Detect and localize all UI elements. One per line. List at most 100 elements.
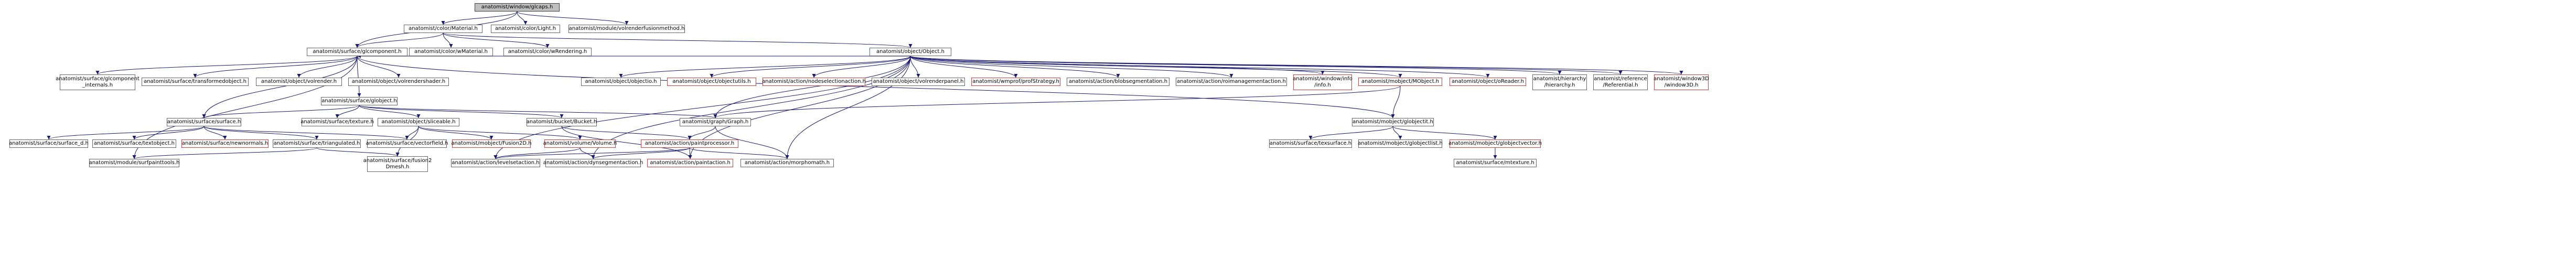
node-sliceable[interactable]: anatomist/object/sliceable.h [378, 118, 459, 126]
node-aobject[interactable]: anatomist/object/Object.h [870, 48, 951, 56]
node-surfpainttools[interactable]: anatomist/module/surfpainttools.h [89, 159, 179, 167]
node-volrendershader[interactable]: anatomist/object/volrendershader.h [348, 78, 449, 86]
edge-glcomponent-to-volrender [297, 56, 358, 78]
node-hierarchy[interactable]: anatomist/hierarchy /hierarchy.h [1532, 74, 1587, 90]
node-globjectlist[interactable]: anatomist/mobject/globjectlist.h [1358, 139, 1443, 148]
node-texsurface[interactable]: anatomist/surface/texsurface.h [1269, 139, 1352, 148]
edge-glcaps-to-light [517, 11, 528, 25]
node-blobseg[interactable]: anatomist/action/blobsegmentation.h [1067, 78, 1169, 86]
edge-aobject-to-profstrategy [910, 56, 1018, 78]
node-transformedobject[interactable]: anatomist/surface/transformedobject.h [142, 78, 249, 86]
node-roimanagement[interactable]: anatomist/action/roimanagementaction.h [1176, 78, 1287, 86]
node-morphomath[interactable]: anatomist/action/morphomath.h [740, 159, 834, 167]
node-aemat[interactable]: anatomist/color/wMaterial.h [409, 48, 493, 56]
node-nodeselection[interactable]: anatomist/action/nodeselectionaction.h [762, 78, 866, 86]
edge-aobject-to-roimanagement [910, 56, 1233, 78]
edge-glmobject-to-globjectlist [1392, 126, 1402, 140]
node-globjectvector[interactable]: anatomist/mobject/globjectvector.h [1448, 139, 1542, 148]
edge-mobject-to-agraph [713, 85, 1401, 118]
node-paintprocessor[interactable]: anatomist/action/paintprocessor.h [641, 139, 738, 148]
edge-aobject-to-nodeselection [812, 56, 911, 78]
node-bucket[interactable]: anatomist/bucket/Bucket.h [527, 118, 597, 126]
edge-aobject-to-volrenderpanel [910, 56, 920, 78]
edge-material-to-glcomponent [355, 33, 444, 48]
edge-sliceable-to-volume [418, 126, 582, 140]
node-mobject[interactable]: anatomist/mobject/MObject.h [1358, 78, 1442, 86]
node-profstrategy[interactable]: anatomist/wmprof/profStrategy.h [971, 78, 1060, 86]
edge-surface-to-vectorfield [203, 126, 409, 140]
node-rendering[interactable]: anatomist/color/wRendering.h [503, 48, 592, 56]
node-fusion2d[interactable]: anatomist/mobject/Fusion2D.h [451, 139, 532, 148]
node-triangulated[interactable]: anatomist/surface/triangulated.h [273, 139, 361, 148]
edge-globject-to-bucket [359, 105, 564, 118]
node-glmobject[interactable]: anatomist/mobject/globjectit.h [1352, 118, 1434, 126]
edge-globject-to-texture [335, 105, 360, 118]
edge-paintprocessor-to-dynsegment [591, 147, 690, 159]
node-levelset[interactable]: anatomist/action/levelsetaction.h [451, 159, 540, 167]
node-surface-d[interactable]: anatomist/surface/surface_d.h [9, 139, 89, 148]
edge-globject-to-sliceable [359, 105, 421, 118]
node-paintaction[interactable]: anatomist/action/paintaction.h [647, 159, 733, 167]
node-volrenderpanel[interactable]: anatomist/object/volrenderpanel.h [872, 78, 965, 86]
edge-glcaps-to-material [441, 11, 518, 25]
node-referential[interactable]: anatomist/reference /Referential.h [1593, 74, 1648, 90]
edge-surface-to-triangulated [203, 126, 319, 140]
edge-aobject-to-levelset [493, 56, 911, 159]
node-fusion2dmesh[interactable]: anatomist/surface/fusion2 Dmesh.h [363, 156, 432, 172]
edge-aobject-to-agraph [713, 56, 911, 118]
node-gl-internals[interactable]: anatomist/surface/glcomponent _internals… [56, 74, 139, 90]
edge-material-to-aobject [443, 33, 913, 48]
node-objectutils[interactable]: anatomist/object/objectutils.h [667, 78, 756, 86]
edge-glcomponent-to-volrendershader [357, 56, 401, 78]
edge-triangulated-to-fusion2dmesh [316, 147, 400, 157]
edge-aobject-to-objectio [619, 56, 911, 78]
edge-material-to-aemat [443, 33, 453, 48]
edge-glcaps-to-volrenderfusion [517, 11, 629, 25]
node-glcomponent[interactable]: anatomist/surface/glcomponent.h [307, 48, 407, 56]
edge-glmobject-to-globjectvector [1392, 126, 1497, 140]
edge-paintprocessor-to-levelset [493, 147, 690, 159]
edge-surface-to-textobject [132, 126, 205, 140]
node-wininfo[interactable]: anatomist/window/info /info.h [1293, 74, 1353, 90]
node-newnormals[interactable]: anatomist/surface/newnormals.h [181, 139, 269, 148]
edge-glcomponent-to-transformedobject [193, 56, 358, 78]
node-objectio[interactable]: anatomist/object/objectio.h [581, 78, 661, 86]
node-volrender[interactable]: anatomist/object/volrender.h [256, 78, 342, 86]
edge-material-to-rendering [443, 33, 550, 48]
node-surface[interactable]: anatomist/surface/surface.h [167, 118, 241, 126]
node-texture[interactable]: anatomist/surface/texture.h [300, 118, 374, 126]
node-light[interactable]: anatomist/color/Light.h [491, 25, 560, 33]
edge-bucket-to-paintprocessor [561, 126, 692, 140]
edge-aobject-to-hierarchy [910, 56, 1561, 75]
edge-glcomponent-to-gl_internals [95, 56, 358, 75]
edge-aobject-to-window3d [910, 56, 1683, 75]
edge-surface-to-newnormals [203, 126, 227, 140]
node-glcaps: anatomist/window/glcaps.h [475, 3, 560, 12]
node-window3d[interactable]: anatomist/window3D /window3D.h [1654, 74, 1709, 90]
node-dynsegment[interactable]: anatomist/action/dynsegmentaction.h [543, 159, 643, 167]
node-material[interactable]: anatomist/color/Material.h [404, 25, 482, 33]
node-agraph[interactable]: anatomist/graph/Graph.h [680, 118, 751, 126]
edge-aobject-to-oreader [910, 56, 1490, 78]
edge-bucket-to-paintaction [561, 126, 692, 159]
edge-agraph-to-morphomath [715, 126, 789, 159]
edge-aobject-to-mobject [910, 56, 1402, 78]
edge-paintprocessor-to-morphomath [689, 147, 789, 159]
node-mtexture[interactable]: anatomist/surface/mtexture.h [1454, 159, 1537, 167]
node-globject[interactable]: anatomist/surface/globject.h [321, 97, 398, 105]
edge-glcomponent-to-surface [202, 56, 358, 118]
edge-triangulated-to-surfpainttools [132, 147, 317, 159]
edge-surface-to-surface_d [47, 126, 205, 140]
edge-sliceable-to-fusion2d [418, 126, 493, 140]
edge-aobject-to-referential [910, 56, 1622, 75]
edge-globject-to-surface [202, 105, 360, 118]
node-volrenderfusion[interactable]: anatomist/module/volrenderfusionmethod.h [568, 25, 685, 33]
node-oreader[interactable]: anatomist/object/oReader.h [1450, 78, 1526, 86]
node-vectorfield[interactable]: anatomist/surface/vectorfield.h [366, 139, 448, 148]
edge-glcomponent-to-globject [357, 56, 361, 98]
node-textobject[interactable]: anatomist/surface/textobject.h [92, 139, 176, 148]
node-volume[interactable]: anatomist/volume/Volume.h [543, 139, 617, 148]
edge-volume-to-levelset [493, 147, 581, 159]
